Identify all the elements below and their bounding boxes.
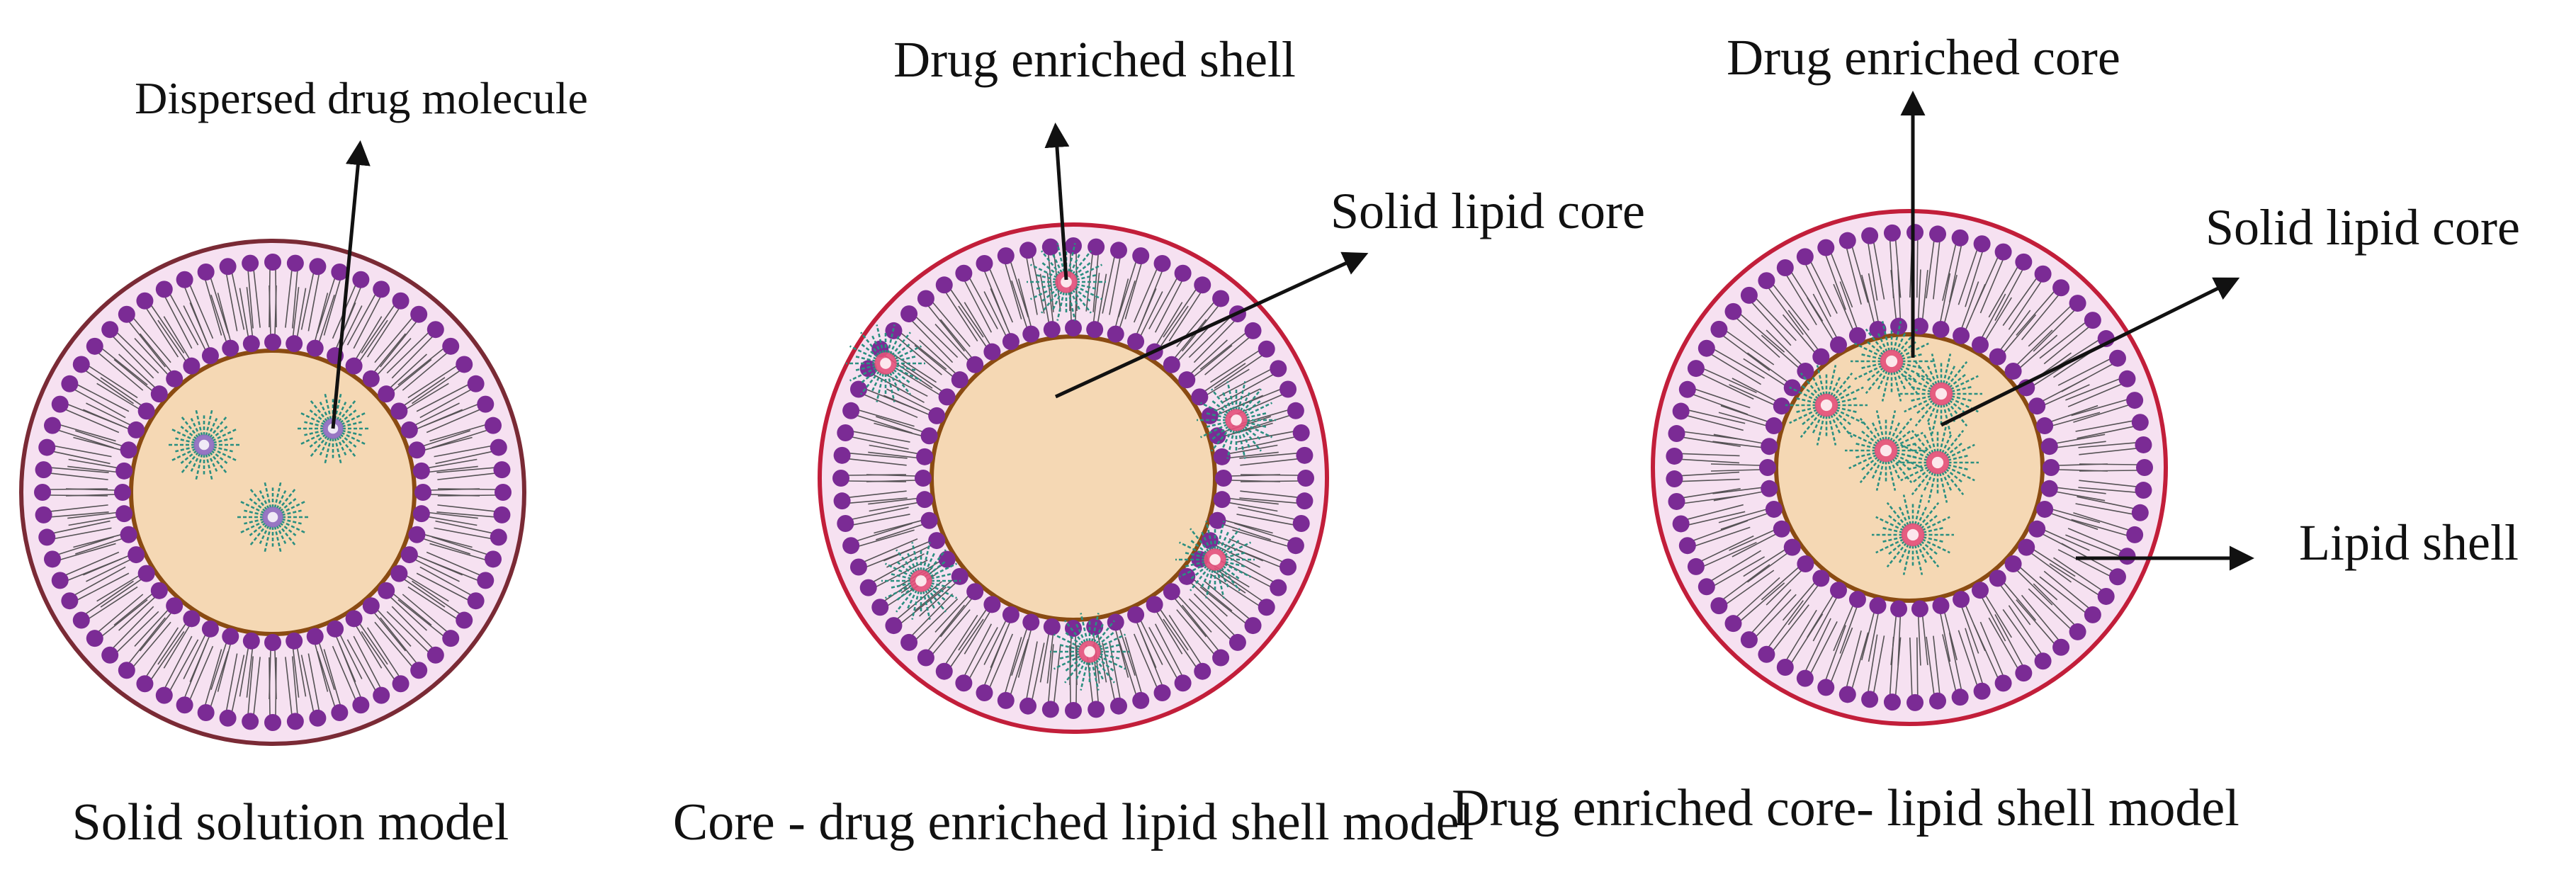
drug-molecule: [1197, 381, 1276, 459]
solid-lipid-core-label-2: Solid lipid core: [1331, 183, 1645, 239]
drug-molecule: [236, 481, 310, 553]
lipid-head-groups: [1666, 224, 2153, 711]
lipid-head-groups: [34, 254, 512, 731]
lipid-tails: [847, 252, 1299, 704]
solid-lipid-core: [129, 349, 417, 636]
dispersed-drug-label: Dispersed drug molecule: [135, 73, 588, 123]
drug-molecules-3: [1785, 321, 1982, 575]
drug-enriched-core-title: Drug enriched core- lipid shell model: [1452, 779, 2239, 837]
solid-lipid-core-arrow-3: [1940, 277, 2240, 427]
solid-solution-title: Solid solution model: [72, 793, 509, 851]
nanoparticle-3: [1651, 209, 2168, 726]
drug-molecule: [1050, 613, 1129, 691]
lipid-tails: [49, 268, 497, 716]
drug-molecule: [881, 542, 961, 620]
nanoparticle-2: [818, 222, 1329, 734]
model-drug-enriched-shell: Drug enriched shell Solid lipid core Cor…: [673, 31, 1645, 851]
drug-enriched-shell-label: Drug enriched shell: [893, 31, 1296, 88]
drug-molecule: [1872, 494, 1954, 575]
drug-enriched-shell-arrow: [1044, 123, 1070, 281]
drug-molecule: [1900, 353, 1982, 434]
drug-enriched-shell-title: Core - drug enriched lipid shell model: [673, 793, 1474, 851]
drug-enriched-core-label: Drug enriched core: [1727, 29, 2120, 86]
solid-lipid-core-label-3: Solid lipid core: [2205, 199, 2520, 256]
drug-molecule: [1175, 521, 1255, 599]
solid-lipid-core: [930, 334, 1217, 622]
drug-molecule: [1897, 422, 1979, 503]
lipid-tails: [1681, 239, 2138, 696]
drug-molecule: [1027, 243, 1106, 321]
dispersed-drug-arrow: [331, 140, 371, 429]
drug-molecule: [1785, 365, 1868, 446]
drug-molecule: [167, 409, 241, 481]
model-solid-solution: Dispersed drug molecule Solid solution m…: [19, 73, 588, 851]
solid-lipid-core-arrow-2: [1054, 251, 1369, 399]
lipid-shell-label: Lipid shell: [2299, 514, 2519, 571]
drug-molecule: [846, 324, 925, 402]
model-drug-enriched-core: Drug enriched core Solid lipid core Lipi…: [1452, 29, 2520, 837]
drug-molecules-2: [846, 243, 1276, 691]
nanoparticle-1: [19, 239, 526, 746]
